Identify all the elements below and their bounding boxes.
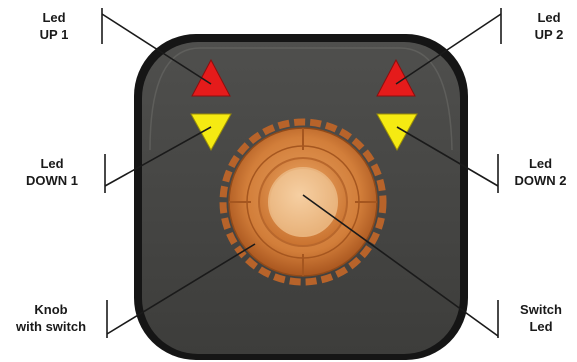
label-led-up-1: Led UP 1 <box>14 9 94 43</box>
label-led-up-2-line1: Led <box>509 9 577 26</box>
label-knob: Knob with switch <box>0 301 102 335</box>
label-led-down-1-line1: Led <box>6 155 98 172</box>
label-led-up-2: Led UP 2 <box>509 9 577 43</box>
label-switch-led-line2: Led <box>508 318 574 335</box>
label-knob-line1: Knob <box>0 301 102 318</box>
label-led-down-2-line1: Led <box>504 155 577 172</box>
label-switch-led: Switch Led <box>508 301 574 335</box>
label-led-down-2-line2: DOWN 2 <box>504 172 577 189</box>
label-led-up-1-line1: Led <box>14 9 94 26</box>
label-led-down-1-line2: DOWN 1 <box>6 172 98 189</box>
label-led-up-1-line2: UP 1 <box>14 26 94 43</box>
switch-led <box>269 168 337 236</box>
label-led-down-1: Led DOWN 1 <box>6 155 98 189</box>
label-led-up-2-line2: UP 2 <box>509 26 577 43</box>
label-led-down-2: Led DOWN 2 <box>504 155 577 189</box>
label-knob-line2: with switch <box>0 318 102 335</box>
label-switch-led-line1: Switch <box>508 301 574 318</box>
